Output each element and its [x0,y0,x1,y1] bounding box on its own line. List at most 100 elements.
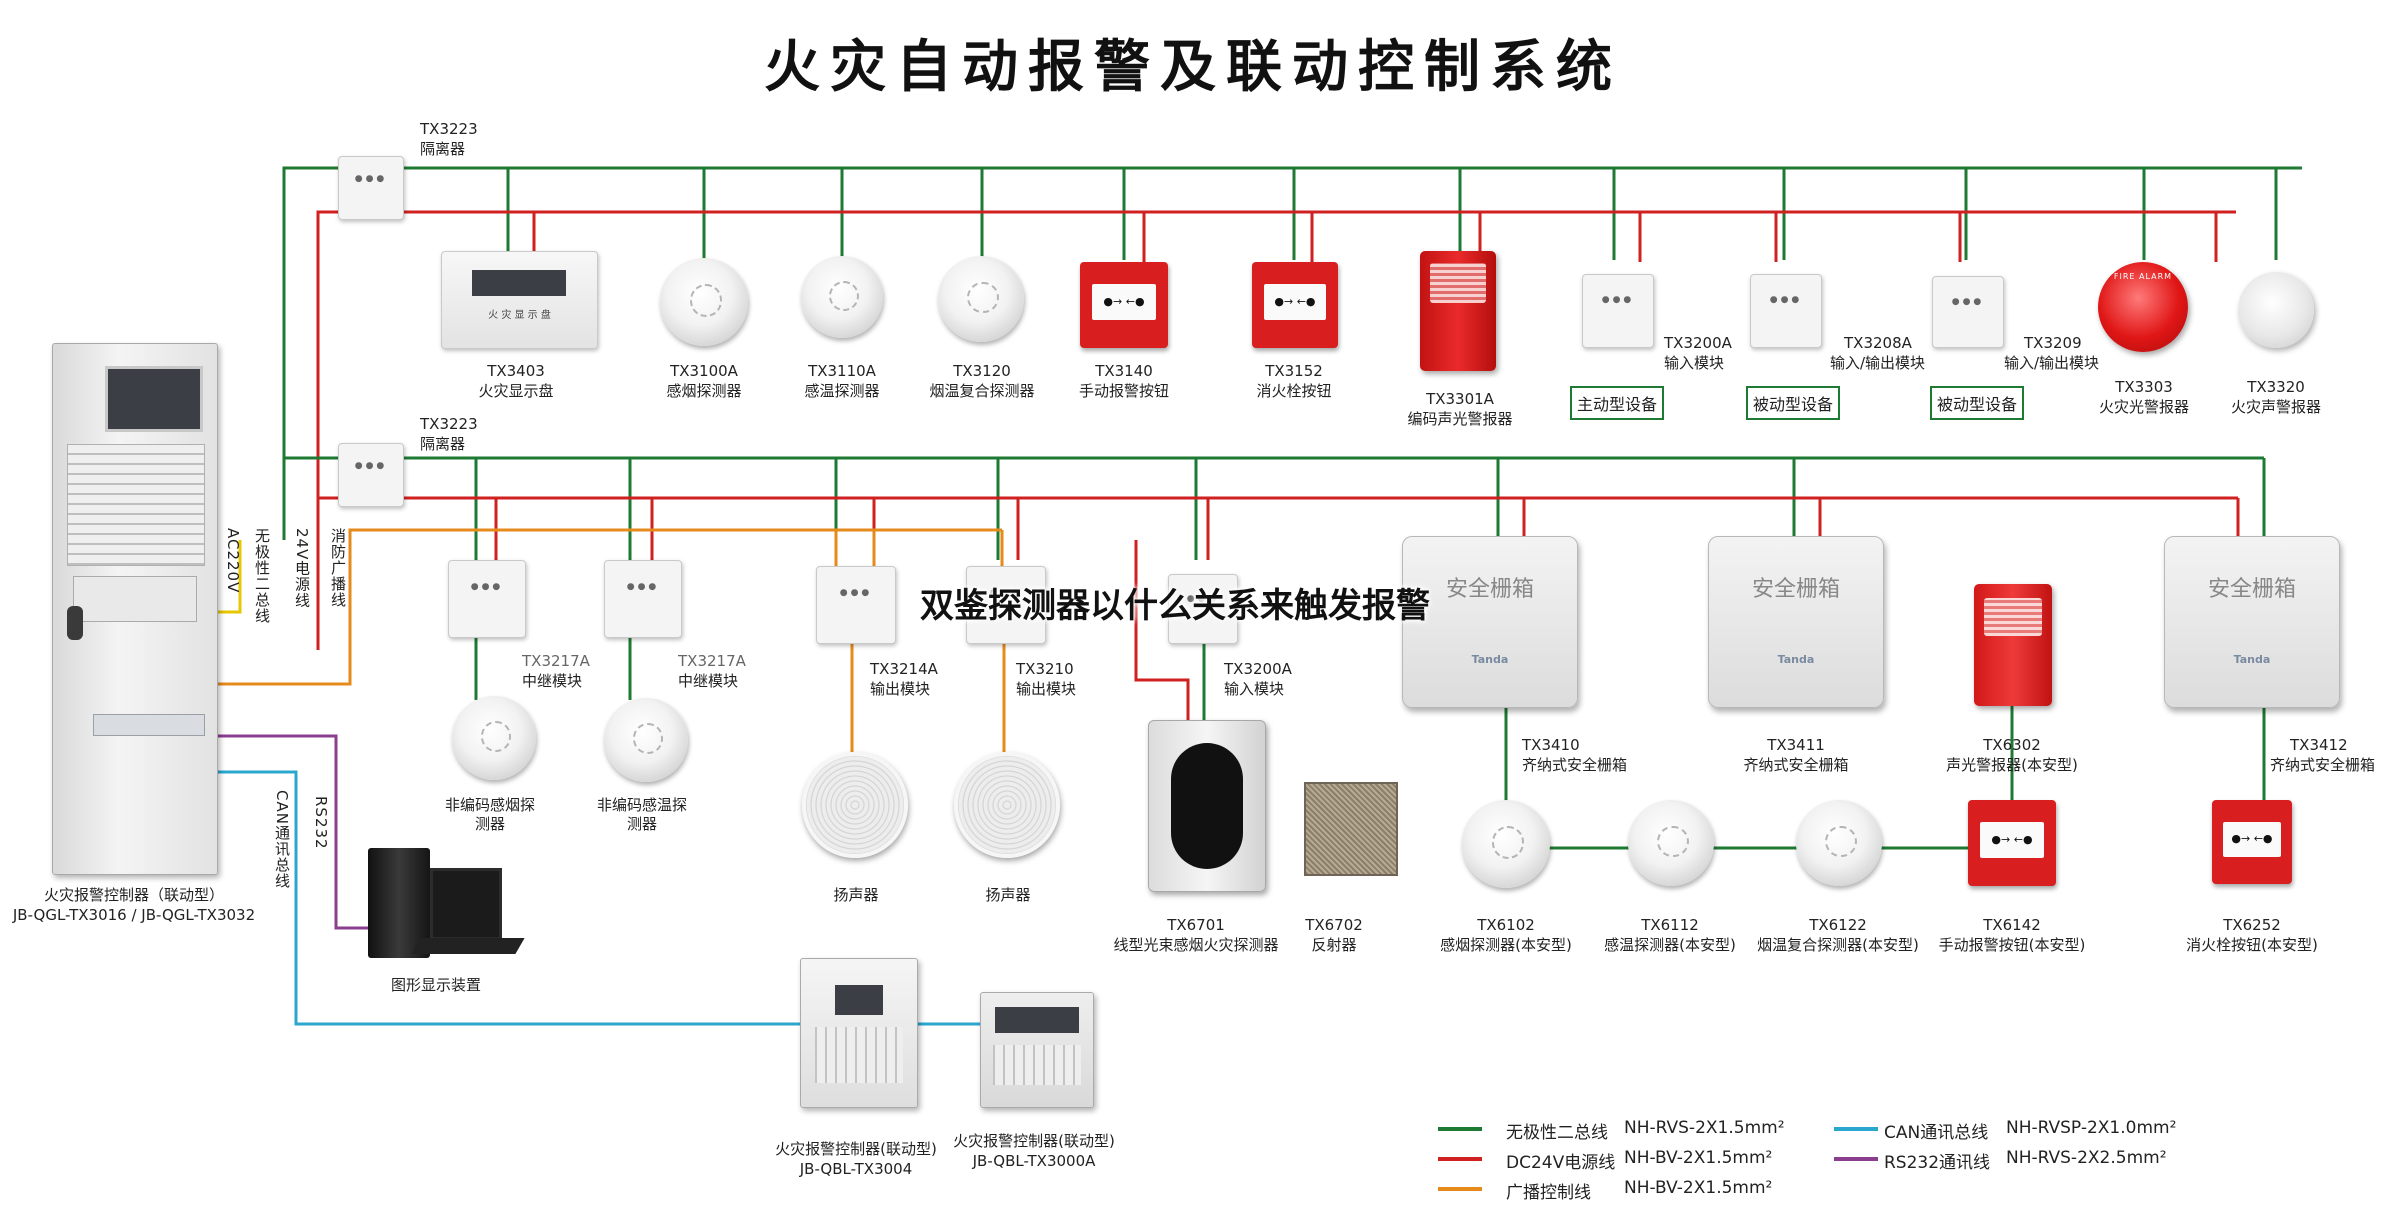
fire-sound-alarm-icon [2238,272,2314,348]
tx3152-code: TX3152 [1265,362,1323,380]
wire-beam-power [1134,540,1190,720]
passive-equipment-tag-1: 被动型设备 [1746,386,1841,420]
main-panel-model: JB-QGL-TX3016 / JB-QGL-TX3032 [12,906,256,924]
io-module-2-icon: ●●● [1932,276,2004,348]
tx3412-code: TX3412 [2290,736,2348,754]
strobe-siren-icon [1420,251,1496,371]
indicator-leds-icon: ●●● [1601,295,1635,306]
tx3320-name: 火灾声警报器 [2230,398,2322,416]
beam-detector-lens [1171,743,1243,869]
tx3217a-2-name: 中继模块 [678,672,739,690]
isolator-1-code: TX3223 [420,120,478,138]
passive-equipment-tag-2: 被动型设备 [1930,386,2025,420]
tx3208a-code: TX3208A [1844,334,1912,352]
legend-swatch [1438,1187,1482,1191]
graphic-display-name: 图形显示装置 [390,976,482,994]
relay-module-1: ●●● [448,560,526,638]
barrier-2-title: 安全栅箱 [1751,577,1840,602]
speaker-2-icon [954,752,1060,858]
ex-call-point-window [1980,822,2044,859]
ex-combo-detector-icon [1796,800,1882,886]
wire-broadcast [216,528,1002,686]
legend-spec: NH-RVS-2X2.5mm² [2006,1148,2167,1168]
wire-ex-bus [1504,706,2012,850]
main-panel-name: 火灾报警控制器（联动型） [43,886,225,904]
barrier-cabinet-2: 安全栅箱 Tanda [1708,536,1884,708]
tx6142-name: 手动报警按钮(本安型) [1938,936,2086,954]
ex-strobe-lens [1984,598,2042,636]
speaker-2-name: 扬声器 [985,886,1031,904]
wire-can [216,770,980,1026]
indicator-leds-icon: ●●● [470,582,504,593]
overlay-caption: 双鉴探测器以什么关系来触发报警 [920,586,1430,626]
active-equipment-tag: 主动型设备 [1570,386,1665,420]
tx3410-code: TX3410 [1522,736,1580,754]
sub-panel-2-model: JB-QBL-TX3000A [972,1152,1096,1170]
panel-printer [73,576,197,622]
wire-power-upper-main [316,210,2236,650]
smoke-detector-icon [660,258,748,346]
tx3110a-code: TX3110A [808,362,876,380]
tx3320-code: TX3320 [2247,378,2305,396]
tx6701-name: 线型光束感烟火灾探测器 [1113,936,1279,954]
sub-panel-1-keys [815,1027,903,1083]
tx3403-name: 火灾显示盘 [478,382,554,400]
output-module-1: ●●● [816,566,896,644]
ex-hydrant-button-icon [2212,800,2292,884]
indicator-leds-icon: ●●● [839,588,873,599]
ex-manual-call-point-icon [1968,800,2056,886]
tx3303-code: TX3303 [2115,378,2173,396]
tx6702-name: 反射器 [1311,936,1357,954]
label-bus: 无极性二总线 [253,528,271,624]
beam-detector-icon [1148,720,1266,892]
indicator-leds-icon: ●●● [626,582,660,593]
isolator-2-name: 隔离器 [420,435,466,453]
hydrant-button-window [1264,284,1326,321]
non-coded-heat-name: 非编码感温探测器 [597,796,688,833]
tx3411-name: 齐纳式安全栅箱 [1743,756,1849,774]
non-coded-heat-detector-icon [604,698,688,782]
can-bus-label: CAN通讯总线 [273,790,291,889]
tx6252-name: 消火栓按钮(本安型) [2186,936,2318,954]
barrier-3-title: 安全栅箱 [2207,577,2296,602]
tx6102-name: 感烟探测器(本安型) [1440,936,1572,954]
ex-heat-detector-icon [1628,800,1714,886]
keyboard-icon [411,938,525,954]
monitor-icon [430,868,502,940]
tx3110a-name: 感温探测器 [804,382,880,400]
barrier-cabinet-3: 安全栅箱 Tanda [2164,536,2340,708]
isolator-1-name: 隔离器 [420,140,466,158]
indicator-leds-icon: ●●● [354,174,388,185]
barrier-2-brand: Tanda [1777,653,1815,666]
tx3214a-code: TX3214A [870,660,938,678]
tx3120-name: 烟温复合探测器 [929,382,1035,400]
legend-spec: NH-RVS-2X1.5mm² [1624,1118,1785,1138]
tx6302-name: 声光警报器(本安型) [1946,756,2078,774]
tx3410-name: 齐纳式安全栅箱 [1522,756,1628,774]
label-broadcast: 消防广播线 [329,528,347,608]
tx6142-code: TX6142 [1983,916,2041,934]
legend-swatch [1438,1127,1482,1131]
legend-name: RS232通讯线 [1884,1153,1991,1173]
tx3200a-top-code: TX3200A [1664,334,1732,352]
legend-name: 无极性二总线 [1506,1123,1608,1143]
combo-detector-icon [938,256,1024,342]
sub-control-panel-1 [800,958,918,1108]
legend-swatch [1438,1157,1482,1161]
legend-name: CAN通讯总线 [1884,1123,1989,1143]
indicator-leds-icon: ●●● [1186,594,1220,605]
diagram-title: 火灾自动报警及联动控制系统 [764,34,1622,100]
strobe-lens [1430,263,1486,303]
legend-spec: NH-RVSP-2X1.0mm² [2006,1118,2177,1138]
indicator-leds-icon: ●●● [1951,296,1985,307]
fire-light-alarm-icon: FIRE ALARM [2098,262,2188,352]
indicator-leds-icon: ●●● [1769,295,1803,306]
input-module-beam: ●●● [1168,574,1238,644]
ex-hydrant-window [2223,821,2281,858]
wire-rs232 [216,734,368,930]
barrier-cabinet-1: 安全栅箱 Tanda [1402,536,1578,708]
ex-smoke-detector-icon [1462,800,1550,888]
indicator-leds-icon: ●●● [354,461,388,472]
sub-panel-2-name: 火灾报警控制器(联动型) [953,1132,1115,1150]
legend-name: DC24V电源线 [1506,1153,1616,1173]
